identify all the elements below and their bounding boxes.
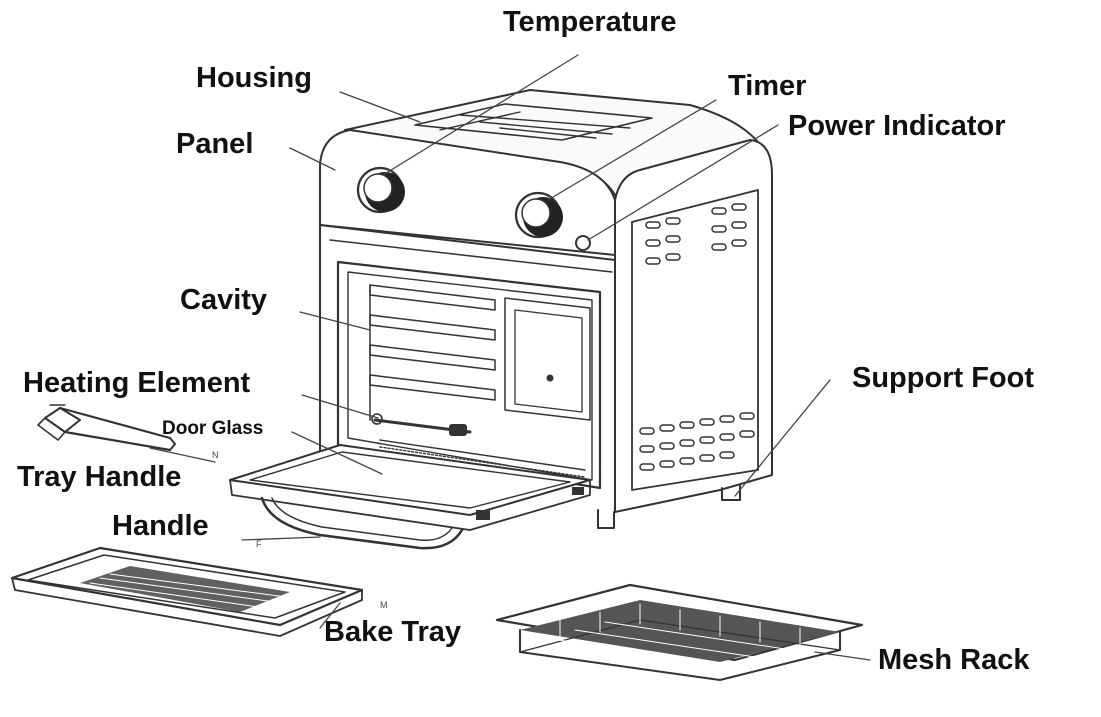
leader-support-foot	[734, 379, 831, 497]
leader-panel	[289, 147, 336, 171]
oven-door	[229, 444, 591, 550]
control-knobs	[356, 166, 563, 239]
oven-cavity	[336, 260, 602, 490]
label-power-indicator: Power Indicator	[788, 110, 1006, 142]
mesh-rack	[495, 583, 864, 681]
label-handle: Handle	[112, 510, 209, 542]
label-heating-element: Heating Element	[23, 367, 251, 399]
label-mesh-rack: Mesh Rack	[878, 644, 1030, 676]
tray-handle-tool	[37, 404, 176, 452]
leader-door-glass	[291, 431, 383, 475]
leader-heating-element	[301, 394, 379, 419]
label-cavity: Cavity	[180, 284, 268, 316]
leader-power-indicator	[587, 124, 779, 241]
label-bake-tray: Bake Tray	[324, 616, 462, 648]
label-housing: Housing	[196, 62, 312, 94]
label-door-glass: Door Glass	[162, 418, 264, 439]
label-tray-handle: Tray Handle	[17, 461, 182, 493]
bake-tray	[10, 546, 364, 637]
label-temperature: Temperature	[503, 6, 677, 38]
leader-housing	[339, 91, 421, 123]
handle-mark: F	[256, 539, 262, 549]
leader-tray-handle	[149, 447, 216, 463]
leader-lines	[149, 54, 871, 661]
label-timer: Timer	[728, 70, 807, 102]
side-vents	[639, 203, 755, 471]
leader-timer	[547, 99, 717, 201]
tray-handle-mark: N	[212, 450, 219, 460]
leader-handle	[241, 536, 321, 541]
bake-tray-mark: M	[380, 600, 388, 610]
label-support-foot: Support Foot	[852, 362, 1035, 394]
label-panel: Panel	[176, 128, 254, 160]
leader-temperature	[382, 54, 579, 176]
leader-cavity	[299, 311, 371, 331]
leader-bake-tray	[319, 602, 341, 629]
power-indicator-light	[575, 235, 591, 251]
leader-mesh-rack	[814, 651, 871, 661]
